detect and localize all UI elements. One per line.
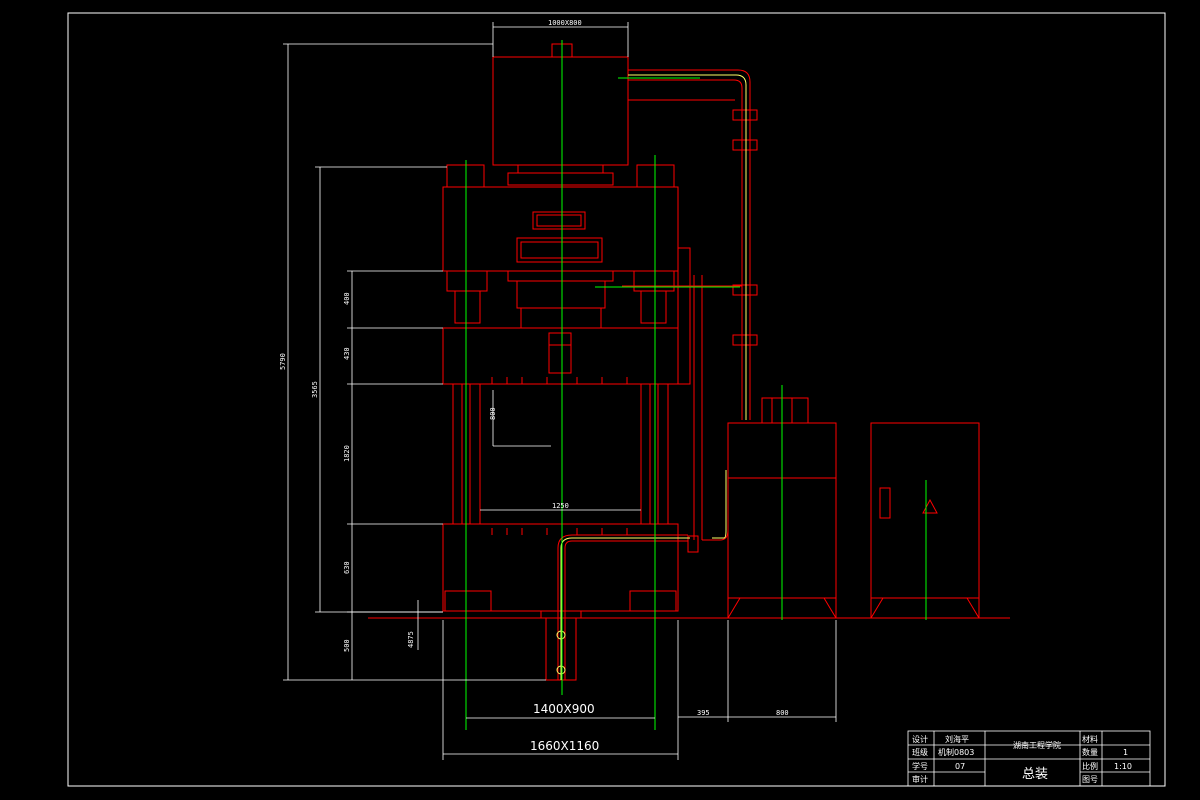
tb-student-no-value: 07 — [955, 762, 965, 771]
tb-drawing-name: 总装 — [1022, 767, 1048, 782]
title-block — [907, 730, 1151, 787]
tb-class-label: 班级 — [912, 747, 928, 757]
tb-scale-label: 比例 — [1082, 761, 1098, 771]
tb-quantity-value: 1 — [1123, 748, 1128, 757]
dim-total-height: 5790 — [279, 353, 287, 370]
dim-tank-width: 800 — [776, 709, 789, 717]
tb-drawing-no-label: 图号 — [1082, 775, 1098, 784]
dim-base-outer: 1660X1160 — [530, 739, 599, 753]
main-cylinder — [492, 56, 629, 166]
tb-school: 湖南工程学院 — [1013, 740, 1061, 750]
tb-class-value: 机制0803 — [938, 747, 974, 757]
press-machine — [368, 43, 1010, 681]
dim-ground-level: 4875 — [407, 631, 415, 648]
dim-h5: 500 — [343, 639, 351, 652]
drawing-frame — [67, 12, 1166, 787]
dim-base-inner: 1400X900 — [533, 702, 595, 716]
tb-quantity-label: 数量 — [1082, 747, 1098, 757]
motor — [761, 397, 809, 424]
dim-h1: 400 — [343, 292, 351, 305]
dim-h3: 1820 — [343, 445, 351, 462]
moving-slider — [442, 327, 679, 385]
tb-student-no-label: 学号 — [912, 761, 928, 771]
dim-stroke: 800 — [489, 407, 497, 420]
dim-top-width: 1000X800 — [548, 19, 582, 27]
electric-cabinet — [870, 422, 980, 619]
dimension-lines — [283, 22, 837, 760]
tb-design-value: 刘海平 — [945, 734, 969, 744]
tb-review-label: 审计 — [912, 774, 928, 784]
dim-gap: 395 — [697, 709, 710, 717]
tb-scale-value: 1:10 — [1114, 762, 1132, 771]
dim-table-width: 1250 — [552, 502, 569, 510]
tb-design-label: 设计 — [912, 734, 928, 744]
centerlines — [465, 40, 927, 730]
dim-h2: 430 — [343, 347, 351, 360]
dim-frame-height: 3565 — [311, 381, 319, 398]
dim-h4: 630 — [343, 561, 351, 574]
tb-material-label: 材料 — [1082, 734, 1098, 744]
pipe-highlights — [556, 74, 747, 680]
